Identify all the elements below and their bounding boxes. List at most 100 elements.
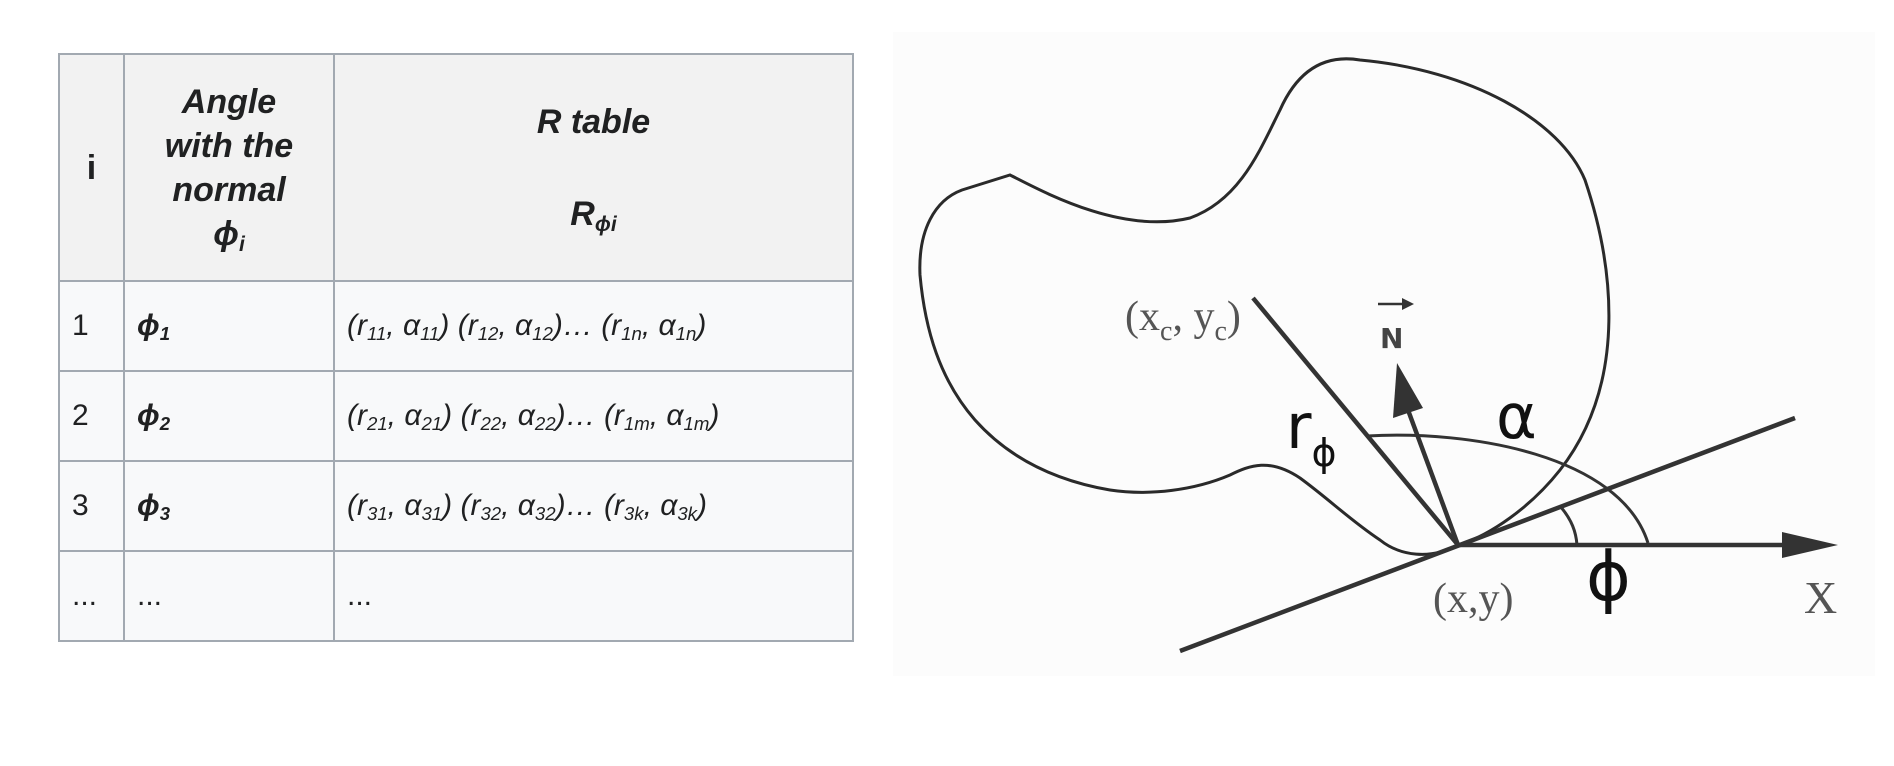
row-index: 2 — [58, 370, 125, 462]
r-pair-subscript: 31 — [421, 503, 443, 525]
r-pair-text: , α — [641, 309, 676, 342]
point-label: (x,y) — [1433, 576, 1513, 622]
r-pair-subscript: 3k — [677, 503, 697, 525]
normal-arrow-shaft — [1405, 409, 1461, 546]
r-table: i Angle with the normal ϕi R table Rϕi 1… — [58, 53, 854, 642]
header-rtable-symbol: R — [570, 194, 595, 233]
alpha-label: α — [1496, 380, 1537, 453]
r-pair-text: (r — [347, 309, 367, 342]
header-index-label: i — [86, 148, 97, 187]
normal-arrowhead — [1393, 363, 1423, 418]
r-pair-subscript: 12 — [532, 323, 553, 345]
row-angle: ϕ1 — [123, 280, 335, 372]
row-index: 1 — [58, 280, 125, 372]
center-label: (xc, yc) — [1125, 294, 1241, 347]
row-angle-symbol: ϕ — [137, 489, 160, 522]
row-index: ... — [58, 550, 125, 642]
r-pair-text: )… — [555, 399, 604, 432]
r-pair-text: (r — [347, 399, 367, 432]
r-pair-text: (r — [601, 309, 622, 342]
r-pair-text: , α — [501, 399, 535, 432]
r-pair-text: , α — [501, 489, 535, 522]
r-pair-text: )… — [552, 309, 602, 342]
header-rtable-subscript: ϕi — [594, 212, 617, 236]
row-angle-symbol: ϕ — [137, 309, 160, 342]
r-pair-subscript: 1n — [621, 323, 642, 345]
row-angle: ϕ3 — [123, 460, 335, 552]
row-r-text: ... — [347, 579, 373, 612]
r-pair-text: , α — [498, 309, 533, 342]
r-pair-text: (r — [603, 489, 624, 522]
table-row: ......... — [58, 550, 854, 642]
r-pair-text: ) — [442, 489, 461, 522]
header-index: i — [58, 53, 125, 282]
row-angle: ϕ2 — [123, 370, 335, 462]
x-axis-label: X — [1804, 572, 1837, 623]
r-pair-subscript: 11 — [420, 323, 440, 345]
header-angle: Angle with the normal ϕi — [123, 53, 335, 282]
phi-label: ϕ — [1586, 538, 1631, 617]
r-pair-text: )… — [555, 489, 604, 522]
r-pair-subscript: 32 — [534, 503, 556, 525]
row-index: 3 — [58, 460, 125, 552]
row-r-values: ... — [333, 550, 854, 642]
row-angle-symbol: ϕ — [137, 399, 160, 432]
row-r-values: (r21, α21) (r22, α22)… (r1m, α1m) — [333, 370, 854, 462]
r-pair-text: ) — [696, 309, 707, 342]
r-pair-subscript: 1n — [675, 323, 697, 345]
r-pair-text: (r — [603, 399, 624, 432]
row-angle-subscript: 2 — [159, 413, 171, 435]
r-pair-text: , α — [649, 399, 684, 432]
header-angle-line-2: with the — [164, 126, 294, 165]
row-angle-symbol: ... — [137, 579, 163, 612]
header-angle-line-3: normal — [172, 170, 286, 209]
r-pair-subscript: 12 — [477, 323, 499, 345]
r-pair-text: (r — [457, 309, 478, 342]
r-pair-text: (r — [460, 399, 481, 432]
r-pair-text: , α — [643, 489, 678, 522]
r-pair-subscript: 1m — [623, 413, 650, 435]
r-pair-subscript: 1m — [683, 413, 710, 435]
table-header-row: i Angle with the normal ϕi R table Rϕi — [58, 53, 854, 282]
r-pair-text: ) — [696, 489, 707, 522]
row-r-values: (r31, α31) (r32, α32)… (r3k, α3k) — [333, 460, 854, 552]
x-axis-arrowhead — [1782, 532, 1838, 558]
row-angle: ... — [123, 550, 335, 642]
row-angle-subscript: 3 — [159, 503, 171, 525]
object-contour — [918, 57, 1611, 556]
r-pair-text: ) — [442, 399, 461, 432]
normal-label: N — [1380, 322, 1403, 355]
r-pair-text: (r — [347, 489, 367, 522]
r-pair-subscript: 3k — [623, 503, 644, 525]
header-rtable-title: R table — [536, 102, 651, 141]
normal-vector-bar-head — [1402, 298, 1414, 310]
r-pair-subscript: 31 — [366, 503, 388, 525]
r-pair-subscript: 32 — [480, 503, 502, 525]
r-pair-text: , α — [387, 489, 422, 522]
r-pair-subscript: 11 — [366, 323, 387, 345]
tangent-line — [1179, 415, 1796, 654]
header-rtable: R table Rϕi — [333, 53, 854, 282]
row-angle-subscript: 1 — [159, 323, 171, 345]
radius-label: rϕ — [1286, 390, 1337, 475]
phi-arc — [1558, 505, 1579, 546]
r-pair-text: (r — [460, 489, 481, 522]
header-angle-subscript: i — [238, 232, 245, 256]
diagram-background — [893, 32, 1875, 676]
header-angle-line-1: Angle — [181, 82, 277, 121]
r-pair-subscript: 22 — [480, 413, 502, 435]
r-pair-subscript: 21 — [366, 413, 388, 435]
header-angle-symbol: ϕ — [213, 214, 239, 253]
row-r-values: (r11, α11) (r12, α12)… (r1n, α1n) — [333, 280, 854, 372]
radius-line — [1251, 296, 1460, 547]
r-pair-subscript: 21 — [421, 413, 443, 435]
alpha-arc — [1366, 433, 1650, 544]
r-pair-text: , α — [386, 309, 421, 342]
r-pair-text: , α — [387, 399, 422, 432]
r-pair-text: ) — [709, 399, 720, 432]
